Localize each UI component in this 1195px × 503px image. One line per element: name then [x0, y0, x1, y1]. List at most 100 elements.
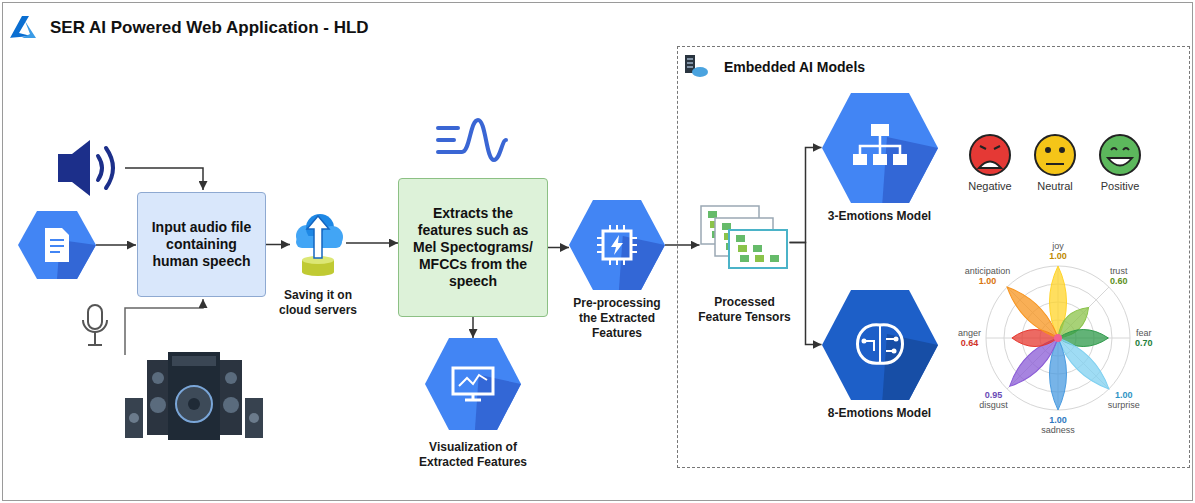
document-hexagon-part — [50, 240, 64, 252]
emotion-label: Negative — [968, 180, 1011, 192]
azure-logo-part — [22, 21, 36, 38]
emoji-neutral-part — [1046, 148, 1050, 152]
service-hexagon-shape — [822, 290, 938, 400]
emotion-score: 0.70 — [1135, 338, 1153, 348]
radar-grid — [986, 266, 1130, 410]
emotion-petal — [1001, 281, 1064, 344]
tensor-node-shape-part-part — [770, 255, 779, 262]
tensor-node-shape-part-part — [736, 235, 745, 242]
document-hexagon-part — [18, 211, 96, 279]
service-hexagon-shape-part-part — [597, 225, 637, 265]
service-hexagon-shape-part-part — [611, 235, 623, 255]
flow-arrow — [790, 148, 822, 243]
flow-arrow — [790, 243, 822, 345]
tensor-node-shape-part-part — [740, 255, 749, 262]
service-hexagon-shape-part-part-part — [597, 225, 637, 265]
service-hexagon-shape-part-part — [882, 334, 938, 400]
computer-speakers-part — [168, 352, 220, 440]
service-hexagon-shape-part-part — [822, 93, 938, 203]
emoji-neutral — [1035, 135, 1075, 175]
computer-speakers-part — [150, 397, 166, 413]
waveform-icon — [438, 120, 506, 160]
microphone-icon-part — [88, 305, 102, 329]
service-hexagon: Visualization of Extracted Features — [425, 338, 521, 430]
waveform-icon-part — [438, 128, 458, 140]
region-heading: Embedded AI Models — [724, 59, 865, 75]
service-hexagon-shape-part — [822, 290, 938, 400]
emotion-score: 0.60 — [1110, 276, 1128, 286]
tensor-node-shape-part-part — [738, 245, 747, 252]
node-caption: 3-Emotions Model — [815, 209, 945, 224]
region-icon-part — [692, 67, 708, 77]
computer-speakers — [125, 352, 263, 440]
service-hexagon: 3-Emotions Model — [822, 93, 938, 203]
waveform-icon-part — [438, 120, 506, 160]
azure-logo — [8, 16, 36, 38]
computer-speakers-part — [220, 360, 242, 435]
emoji-neutral-part — [1060, 148, 1064, 152]
emotion-name: disgust — [979, 400, 1008, 410]
flow-arrow — [548, 247, 569, 249]
cloud-storage-node-shape-part-part — [302, 268, 334, 276]
service-hexagon-shape-part-part — [475, 375, 521, 430]
service-hexagon-shape-part-part-part — [864, 325, 896, 363]
flow-arrow — [266, 244, 290, 246]
microphone-icon-part — [88, 332, 102, 345]
radar-grid-part — [986, 266, 1130, 410]
document-hexagon — [18, 211, 96, 279]
service-hexagon-shape-part-part — [871, 124, 889, 136]
box-label: Extracts the features such as Mel Specto… — [409, 205, 537, 290]
radar-grid-part — [986, 266, 1130, 410]
emotion-name: anger — [958, 328, 981, 338]
emotion-score: 1.00 — [1049, 251, 1067, 261]
cloud-storage-node-shape-part-part — [307, 216, 329, 258]
computer-speakers-part — [245, 398, 263, 438]
emotion-name: surprise — [1108, 400, 1140, 410]
cloud-storage-node-shape — [290, 210, 346, 276]
emotion-score: 0.95 — [985, 390, 1003, 400]
emoji-neutral-part — [1035, 135, 1075, 175]
service-hexagon-shape-part — [822, 93, 938, 203]
service-hexagon-shape — [425, 338, 521, 430]
service-hexagon: Pre-processing the Extracted Features — [569, 200, 665, 290]
emoji-positive-part — [1100, 135, 1140, 175]
emotion-name: anticipation — [965, 266, 1011, 276]
cloud-storage-node: Saving it on cloud servers — [290, 210, 346, 276]
service-hexagon-shape-part-part-part — [603, 231, 631, 259]
emotion-score: 1.00 — [1115, 390, 1133, 400]
tensor-node-shape-part-part — [755, 255, 764, 262]
computer-speakers-part — [188, 398, 200, 410]
source-arrows-part — [125, 168, 203, 190]
emotion-score: 0.64 — [961, 338, 979, 348]
microphone-icon — [83, 305, 107, 345]
radar-center — [1054, 334, 1062, 342]
service-hexagon-shape-part-part-part — [465, 394, 481, 400]
emotion-name: trust — [1110, 266, 1128, 276]
emoji-positive-part — [1108, 158, 1132, 166]
document-hexagon-part — [45, 228, 69, 262]
speaker-icon-part — [98, 156, 102, 180]
speaker-icon-part — [106, 148, 113, 188]
source-arrows-part — [125, 299, 203, 355]
service-hexagon-shape-part-part — [853, 154, 867, 165]
tensor-node-shape-part-part — [753, 245, 762, 252]
node-caption: Pre-processing the Extracted Features — [563, 296, 671, 341]
service-hexagon-shape-part-part — [425, 338, 521, 430]
microphone-icon-part — [83, 320, 107, 332]
radar-petals — [1001, 266, 1115, 410]
process-box: Input audio file containing human speech — [137, 192, 266, 297]
service-hexagon-shape-part-part-part — [860, 136, 900, 154]
speaker-icon — [58, 140, 113, 196]
service-hexagon-shape-part-part-part — [453, 368, 493, 394]
emoji-negative — [970, 135, 1010, 175]
emotion-name: joy — [1052, 241, 1064, 251]
service-hexagon-shape-part — [425, 338, 521, 430]
service-hexagon-shape-part-part — [861, 338, 866, 343]
service-hexagon-shape-part — [569, 200, 665, 290]
computer-speakers-part — [176, 386, 212, 422]
service-hexagon: 8-Emotions Model — [822, 290, 938, 400]
cloud-storage-node-shape-part — [296, 214, 343, 276]
tensor-node-shape — [700, 205, 790, 281]
page-frame — [3, 3, 1193, 501]
